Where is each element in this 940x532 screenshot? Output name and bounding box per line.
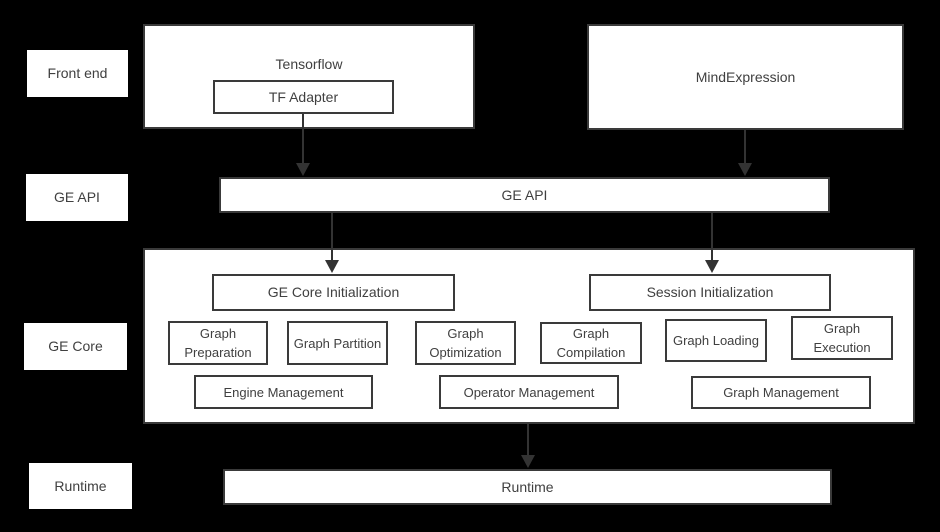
tf-adapter-box: TF Adapter xyxy=(213,80,394,114)
arrow-ge-api-to-session-initialization xyxy=(705,213,719,273)
arrow-shaft xyxy=(744,130,746,164)
stage-box-graph-execution: Graph Execution xyxy=(791,316,893,360)
mindexpression-label: MindExpression xyxy=(695,68,796,85)
arrow-head-icon xyxy=(738,163,752,176)
engine-management-box: Engine Management xyxy=(194,375,373,409)
operator-management-label: Operator Management xyxy=(463,384,595,400)
stage-label-graph-compilation: Graph Compilation xyxy=(556,326,626,360)
arrow-mindexpression-to-ge-api xyxy=(738,130,752,176)
side-label-ge-api: GE API xyxy=(26,174,128,221)
arrow-shaft xyxy=(331,213,333,261)
side-label-front-end: Front end xyxy=(27,50,128,97)
tf-adapter-label: TF Adapter xyxy=(268,88,339,105)
ge-core-box: GE Core Initialization Session Initializ… xyxy=(143,248,915,424)
arrow-head-icon xyxy=(325,260,339,273)
operator-management-box: Operator Management xyxy=(439,375,619,409)
stage-box-graph-preparation: Graph Preparation xyxy=(168,321,268,365)
ge-core-initialization-box: GE Core Initialization xyxy=(212,274,455,311)
session-initialization-box: Session Initialization xyxy=(589,274,831,311)
runtime-bar-label: Runtime xyxy=(501,478,554,495)
stage-box-graph-compilation: Graph Compilation xyxy=(540,322,642,364)
side-label-runtime: Runtime xyxy=(29,463,132,509)
stage-label-graph-loading: Graph Loading xyxy=(672,333,759,348)
graph-management-box: Graph Management xyxy=(691,376,871,409)
stage-label-graph-execution: Graph Execution xyxy=(813,321,871,355)
side-label-runtime-text: Runtime xyxy=(54,477,107,494)
stage-label-graph-optimization: Graph Optimization xyxy=(429,326,502,360)
arrow-ge-core-to-runtime xyxy=(521,424,535,468)
arrow-head-icon xyxy=(705,260,719,273)
graph-management-label: Graph Management xyxy=(723,385,839,400)
side-label-front-end-text: Front end xyxy=(47,65,108,81)
arrow-tf-adapter-to-ge-api xyxy=(296,114,310,176)
arrow-head-icon xyxy=(296,163,310,176)
ge-api-bar-label: GE API xyxy=(501,186,548,203)
side-label-ge-api-text: GE API xyxy=(54,189,100,205)
tensorflow-label: Tensorflow xyxy=(275,56,343,72)
arrow-head-icon xyxy=(521,455,535,468)
session-initialization-label: Session Initialization xyxy=(646,284,774,300)
stage-box-graph-optimization: Graph Optimization xyxy=(415,321,516,365)
engine-management-label: Engine Management xyxy=(223,384,344,400)
stage-box-graph-partition: Graph Partition xyxy=(287,321,388,365)
tensorflow-box: Tensorflow TF Adapter xyxy=(143,24,475,129)
arrow-shaft xyxy=(302,114,304,164)
stage-label-graph-preparation: Graph Preparation xyxy=(184,326,252,360)
arrow-shaft xyxy=(527,424,529,456)
side-label-ge-core: GE Core xyxy=(24,323,127,370)
mindexpression-box: MindExpression xyxy=(587,24,904,130)
stage-box-graph-loading: Graph Loading xyxy=(665,319,767,362)
side-label-ge-core-text: GE Core xyxy=(48,338,103,354)
ge-api-bar: GE API xyxy=(219,177,830,213)
ge-core-initialization-label: GE Core Initialization xyxy=(267,284,400,300)
runtime-bar: Runtime xyxy=(223,469,832,505)
arrow-shaft xyxy=(711,213,713,261)
stage-label-graph-partition: Graph Partition xyxy=(293,335,382,351)
arrow-ge-api-to-ge-core-initialization xyxy=(325,213,339,273)
